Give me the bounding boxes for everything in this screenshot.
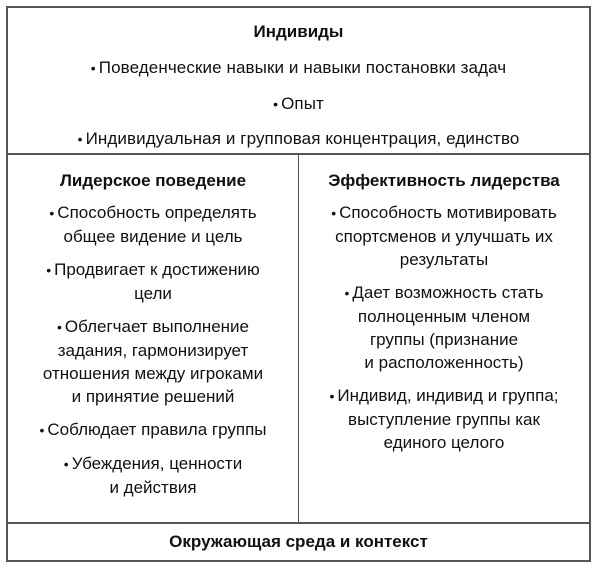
leadership-behavior-item: Облегчает выполнение задания, гармонизир… <box>8 315 298 408</box>
individuals-item: Опыт <box>8 94 589 114</box>
leadership-effectiveness-item: Дает возможность стать полноценным члено… <box>299 281 589 374</box>
individuals-item: Поведенческие навыки и навыки постановки… <box>8 58 589 78</box>
individuals-item: Индивидуальная и групповая концентрация,… <box>8 129 589 149</box>
leadership-effectiveness-item: Индивид, индивид и группа; выступление г… <box>299 384 589 454</box>
leadership-model-diagram: Индивиды Поведенческие навыки и навыки п… <box>6 6 591 562</box>
leadership-behavior-item: Соблюдает правила группы <box>8 418 298 442</box>
individuals-title: Индивиды <box>253 22 344 41</box>
leadership-behavior-item: Убеждения, ценности и действия <box>8 452 298 499</box>
leadership-behavior-item: Способность определять общее видение и ц… <box>8 201 298 248</box>
leadership-behavior-column: Лидерское поведение Способность определя… <box>8 155 299 522</box>
leadership-behavior-item: Продвигает к достижению цели <box>8 258 298 305</box>
individuals-section: Индивиды Поведенческие навыки и навыки п… <box>8 8 589 155</box>
leadership-effectiveness-title: Эффективность лидерства <box>328 171 560 190</box>
leadership-effectiveness-item: Способность мотивировать спортсменов и у… <box>299 201 589 271</box>
leadership-section: Лидерское поведение Способность определя… <box>8 155 589 524</box>
leadership-behavior-title: Лидерское поведение <box>59 171 247 190</box>
leadership-effectiveness-column: Эффективность лидерства Способность моти… <box>299 155 589 522</box>
environment-section: Окружающая среда и контекст <box>169 532 428 551</box>
